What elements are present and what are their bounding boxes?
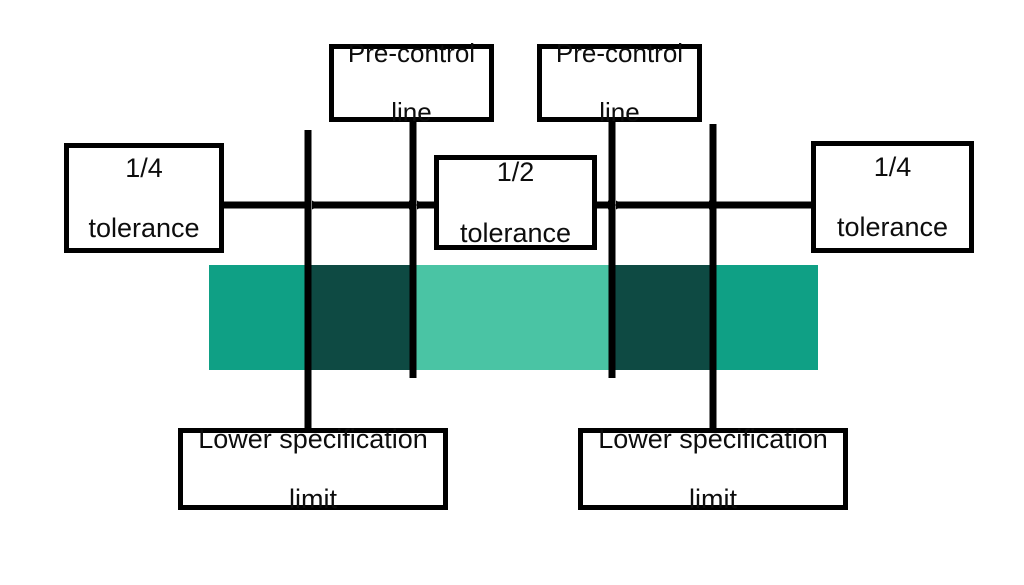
spec-limit-left-line2: limit <box>289 484 337 515</box>
spec-limit-right-line2: limit <box>689 484 737 515</box>
band-segment-zone-left <box>308 265 413 370</box>
label-half-tolerance: 1/2 tolerance <box>434 155 597 250</box>
quarter-right-line1: 1/4 <box>873 151 912 182</box>
pre-control-left-line1: Pre-control <box>347 38 476 69</box>
vertical-reference-lines <box>304 110 717 430</box>
band-segment-center <box>413 265 612 370</box>
label-lower-spec-limit-right: Lower specification limit <box>578 424 848 514</box>
quarter-right-line2: tolerance <box>836 212 949 243</box>
band-segment-outer-right <box>713 265 818 370</box>
band-segment-outer-left <box>209 265 308 370</box>
half-center-line1: 1/2 <box>496 157 535 188</box>
label-quarter-tolerance-right: 1/4 tolerance <box>811 141 974 253</box>
label-pre-control-line-left: Pre-control line <box>329 39 494 126</box>
label-lower-spec-limit-left: Lower specification limit <box>178 424 448 514</box>
spec-limit-right-line1: Lower specification <box>598 423 828 454</box>
pre-control-left-line2: line <box>391 96 432 127</box>
tolerance-band <box>209 265 818 370</box>
quarter-left-line1: 1/4 <box>125 152 163 183</box>
pre-control-right-line2: line <box>599 96 640 127</box>
half-center-line2: tolerance <box>459 217 572 248</box>
quarter-left-line2: tolerance <box>88 213 200 244</box>
pre-control-right-line1: Pre-control <box>555 38 684 69</box>
band-segment-zone-right <box>612 265 713 370</box>
label-pre-control-line-right: Pre-control line <box>537 39 702 126</box>
label-quarter-tolerance-left: 1/4 tolerance <box>64 143 224 253</box>
spec-limit-left-line1: Lower specification <box>198 423 428 454</box>
